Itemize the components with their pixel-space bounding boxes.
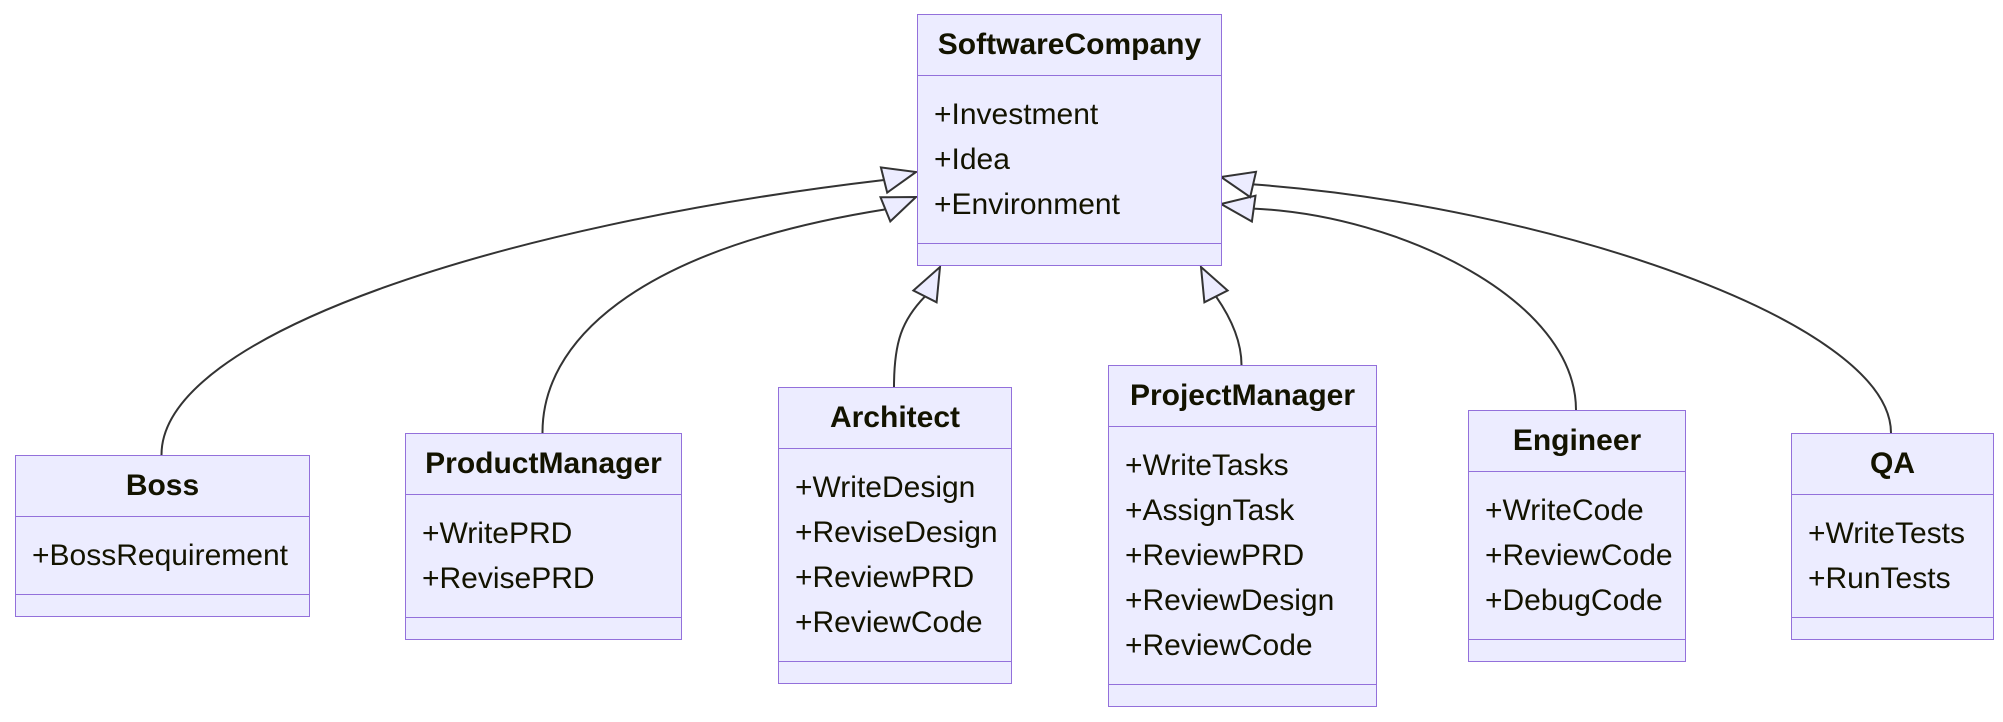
class-title-softwarecompany: SoftwareCompany	[918, 15, 1221, 76]
class-member: +WriteCode	[1485, 494, 1644, 527]
class-box-softwarecompany: SoftwareCompany +Investment +Idea +Envir…	[917, 14, 1222, 266]
class-member: +RevisePRD	[422, 562, 595, 595]
class-member: +RunTests	[1808, 562, 1951, 595]
class-member: +ReviewDesign	[1125, 584, 1335, 617]
class-member: +ReviewCode	[1485, 539, 1673, 572]
class-methods-empty-architect	[779, 661, 1011, 683]
class-member: +WritePRD	[422, 517, 573, 550]
inheritance-arrowhead-engineer	[1218, 194, 1257, 224]
class-methods-empty-softwarecompany	[918, 243, 1221, 265]
class-title-engineer: Engineer	[1469, 411, 1685, 472]
inheritance-edge-project-manager	[1215, 295, 1243, 366]
class-members-productmanager: +WritePRD +RevisePRD	[406, 495, 681, 617]
inheritance-arrowhead-qa	[1218, 170, 1258, 199]
class-members-projectmanager: +WriteTasks +AssignTask +ReviewPRD +Revi…	[1109, 427, 1376, 684]
class-member: +BossRequirement	[32, 539, 288, 572]
class-title-projectmanager: ProjectManager	[1109, 366, 1376, 427]
class-member: +DebugCode	[1485, 584, 1663, 617]
inheritance-arrowhead-project-manager	[1199, 264, 1230, 304]
class-member: +ReviseDesign	[795, 516, 998, 549]
class-title-productmanager: ProductManager	[406, 434, 681, 495]
inheritance-arrowhead-product-manager	[879, 195, 919, 224]
class-box-qa: QA +WriteTests +RunTests	[1791, 433, 1994, 640]
class-member: +WriteTasks	[1125, 449, 1289, 482]
class-member: +Idea	[934, 143, 1010, 176]
inheritance-arrowhead-architect	[911, 264, 942, 304]
class-members-boss: +BossRequirement	[16, 517, 309, 594]
class-methods-empty-productmanager	[406, 617, 681, 639]
class-title-boss: Boss	[16, 456, 309, 517]
class-member: +AssignTask	[1125, 494, 1295, 527]
class-member: +Environment	[934, 188, 1120, 221]
class-methods-empty-qa	[1792, 617, 1993, 639]
class-box-architect: Architect +WriteDesign +ReviseDesign +Re…	[778, 387, 1012, 684]
inheritance-edge-product-manager	[541, 208, 886, 434]
class-title-architect: Architect	[779, 388, 1011, 449]
class-methods-empty-engineer	[1469, 639, 1685, 661]
inheritance-arrowhead-boss	[879, 166, 919, 195]
class-box-engineer: Engineer +WriteCode +ReviewCode +DebugCo…	[1468, 410, 1686, 662]
class-box-productmanager: ProductManager +WritePRD +RevisePRD	[405, 433, 682, 640]
class-member: +ReviewCode	[795, 606, 983, 639]
class-members-qa: +WriteTests +RunTests	[1792, 495, 1993, 617]
class-box-projectmanager: ProjectManager +WriteTasks +AssignTask +…	[1108, 365, 1377, 707]
inheritance-edge-qa	[1253, 183, 1892, 434]
class-title-qa: QA	[1792, 434, 1993, 495]
class-members-softwarecompany: +Investment +Idea +Environment	[918, 76, 1221, 243]
class-methods-empty-projectmanager	[1109, 684, 1376, 706]
class-member: +WriteTests	[1808, 517, 1965, 550]
class-members-architect: +WriteDesign +ReviseDesign +ReviewPRD +R…	[779, 449, 1011, 661]
class-member: +ReviewPRD	[1125, 539, 1305, 572]
inheritance-edge-engineer	[1253, 207, 1577, 411]
class-member: +WriteDesign	[795, 471, 976, 504]
class-member: +ReviewPRD	[795, 561, 975, 594]
class-member: +Investment	[934, 98, 1099, 131]
class-methods-empty-boss	[16, 594, 309, 616]
inheritance-edge-architect	[893, 295, 926, 388]
class-member: +ReviewCode	[1125, 629, 1313, 662]
class-box-boss: Boss +BossRequirement	[15, 455, 310, 617]
class-members-engineer: +WriteCode +ReviewCode +DebugCode	[1469, 472, 1685, 639]
inheritance-edge-boss	[160, 179, 885, 456]
